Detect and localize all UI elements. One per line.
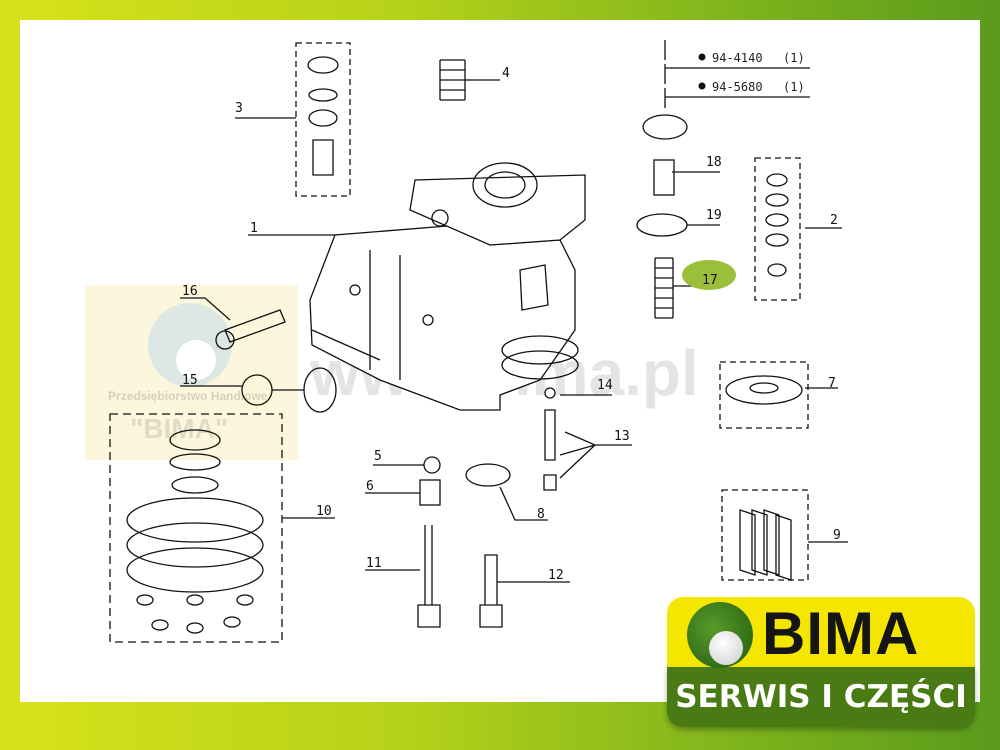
part-number-qty-1: (1) — [783, 51, 805, 65]
label-7: 7 — [828, 376, 836, 391]
part-number-lines — [665, 67, 810, 98]
label-8: 8 — [537, 507, 545, 522]
part-9-group-box — [721, 489, 809, 581]
part-16-bolt — [224, 309, 286, 343]
part-number-code-1: 94-4140 — [712, 51, 763, 65]
logo-brand: BIMA — [762, 600, 920, 667]
label-13: 13 — [614, 429, 630, 444]
part-2-group-box — [754, 157, 801, 301]
label-18: 18 — [706, 155, 722, 170]
part-cap — [642, 114, 688, 140]
part-3-group-box — [295, 42, 351, 197]
label-19: 19 — [706, 208, 722, 223]
label-1: 1 — [250, 221, 258, 236]
label-12: 12 — [548, 568, 564, 583]
part-13-pins — [543, 409, 557, 491]
label-14: 14 — [597, 378, 613, 393]
diagram-canvas: Przedsiębiorstwo Handlowe "BIMA" www.bim… — [20, 20, 980, 702]
bima-logo: BIMA SERWIS I CZĘŚCI — [667, 597, 975, 727]
part-11-screw — [417, 525, 441, 628]
part-18-sleeve — [653, 159, 675, 196]
part-1-housing — [309, 162, 586, 411]
part-number-code-2: 94-5680 — [712, 80, 763, 94]
part-4-spring — [439, 59, 466, 101]
label-2: 2 — [830, 213, 838, 228]
watermark-company-line: Przedsiębiorstwo Handlowe — [108, 389, 268, 403]
label-17: 17 — [702, 273, 718, 288]
label-15: 15 — [182, 373, 198, 388]
label-3: 3 — [235, 101, 243, 116]
logo-tagline: SERWIS I CZĘŚCI — [675, 679, 967, 715]
label-16: 16 — [182, 284, 198, 299]
label-6: 6 — [366, 479, 374, 494]
part-8-ring — [465, 463, 511, 487]
exploded-parts-diagram: Przedsiębiorstwo Handlowe "BIMA" www.bim… — [85, 40, 848, 643]
part-number-qty-2: (1) — [783, 80, 805, 94]
label-4: 4 — [502, 66, 510, 81]
part-7-group-box — [719, 361, 809, 429]
highlight-part-17 — [682, 260, 736, 290]
label-10: 10 — [316, 504, 332, 519]
part-19-seal — [636, 213, 688, 237]
part-6-spring — [419, 479, 441, 506]
watermark-company-name: "BIMA" — [130, 413, 228, 444]
label-11: 11 — [366, 556, 382, 571]
part-12-screw — [479, 554, 503, 628]
part-14-ball — [544, 387, 556, 399]
part-5-ball — [423, 456, 441, 474]
label-9: 9 — [833, 528, 841, 543]
part-10-group-box — [109, 413, 283, 643]
part-17-spring — [654, 257, 674, 319]
label-5: 5 — [374, 449, 382, 464]
